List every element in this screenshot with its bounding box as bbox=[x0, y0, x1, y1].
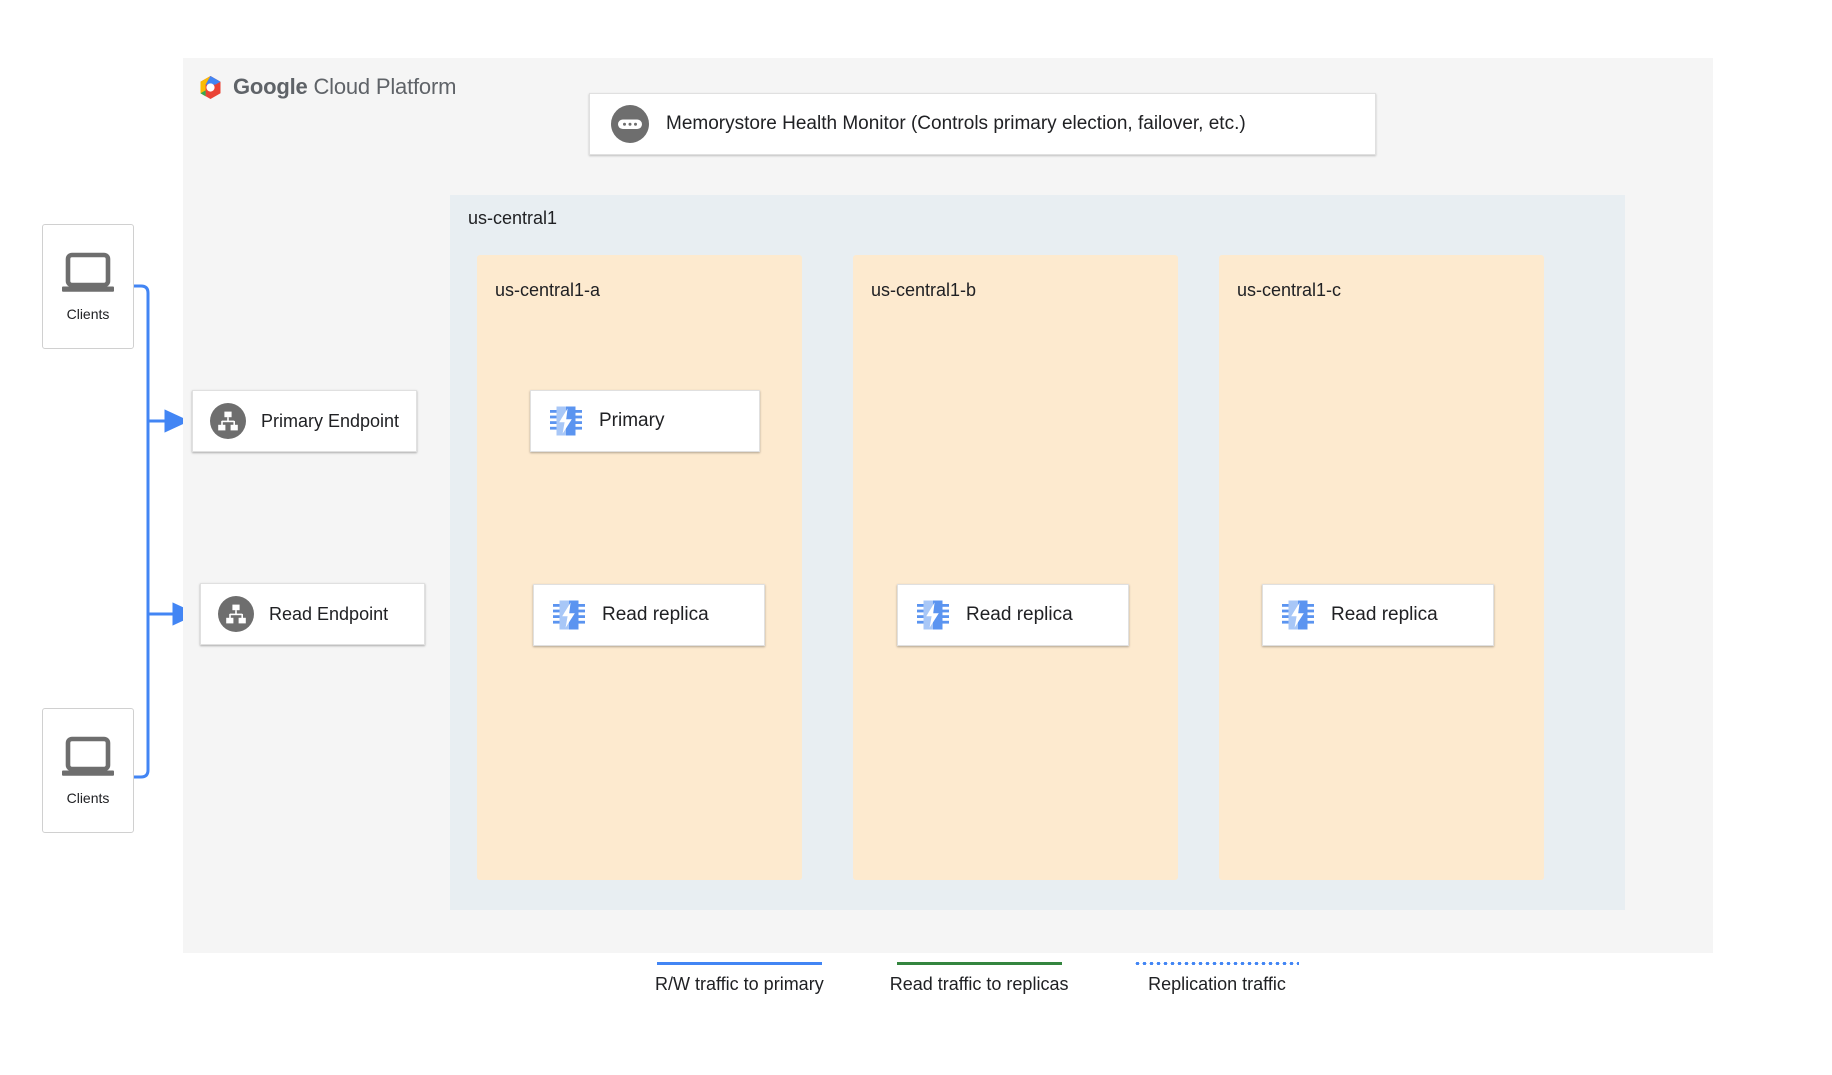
legend-swatch-blue-dotted bbox=[1134, 962, 1300, 965]
node-label: Read replica bbox=[1331, 604, 1438, 625]
legend: R/W traffic to primary Read traffic to r… bbox=[655, 962, 1300, 995]
legend-item-rw-traffic: R/W traffic to primary bbox=[655, 962, 824, 995]
zone-label: us-central1-c bbox=[1237, 280, 1342, 300]
endpoint-network-tree-icon bbox=[218, 596, 254, 632]
google-cloud-hexagon-logo-icon bbox=[200, 75, 221, 99]
gcp-logo-brand: Google bbox=[233, 74, 308, 99]
zone-us-central1-a: us-central1-a bbox=[477, 255, 802, 880]
memorystore-chip-icon bbox=[550, 406, 582, 436]
legend-item-replication-traffic: Replication traffic bbox=[1134, 962, 1300, 995]
zone-label: us-central1-a bbox=[495, 280, 601, 300]
zone-us-central1-b: us-central1-b bbox=[853, 255, 1178, 880]
client-label: Clients bbox=[66, 305, 110, 322]
health-monitor-dots-icon bbox=[611, 105, 649, 143]
endpoint-label: Read Endpoint bbox=[269, 603, 389, 624]
client-group-top: Clients bbox=[42, 224, 134, 349]
node-label: Primary bbox=[599, 410, 665, 431]
zone-label: us-central1-b bbox=[871, 280, 977, 300]
endpoint-network-tree-icon bbox=[210, 403, 246, 439]
client-label: Clients bbox=[66, 789, 110, 806]
legend-label: R/W traffic to primary bbox=[655, 974, 824, 994]
gcp-logo: Google Cloud Platform bbox=[197, 72, 456, 102]
node-read-replica-c[interactable]: Read replica bbox=[1262, 584, 1494, 646]
read-endpoint-card[interactable]: Read Endpoint bbox=[200, 583, 425, 645]
memorystore-chip-icon bbox=[553, 600, 585, 630]
laptop-icon bbox=[62, 736, 114, 776]
memorystore-chip-icon bbox=[1282, 600, 1314, 630]
node-label: Read replica bbox=[602, 604, 709, 625]
legend-label: Read traffic to replicas bbox=[889, 974, 1069, 994]
legend-swatch-blue-solid bbox=[656, 962, 822, 965]
node-label: Read replica bbox=[966, 604, 1073, 625]
legend-label: Replication traffic bbox=[1148, 974, 1286, 994]
node-read-replica-b[interactable]: Read replica bbox=[897, 584, 1129, 646]
endpoint-label: Primary Endpoint bbox=[261, 410, 400, 431]
primary-endpoint-card[interactable]: Primary Endpoint bbox=[192, 390, 417, 452]
legend-swatch-green-solid bbox=[896, 962, 1062, 965]
health-monitor-card: Memorystore Health Monitor (Controls pri… bbox=[589, 93, 1376, 155]
zone-us-central1-c: us-central1-c bbox=[1219, 255, 1544, 880]
gcp-logo-suffix: Cloud Platform bbox=[307, 74, 457, 99]
laptop-icon bbox=[62, 252, 114, 292]
health-monitor-label: Memorystore Health Monitor (Controls pri… bbox=[666, 113, 1246, 134]
memorystore-chip-icon bbox=[917, 600, 949, 630]
node-read-replica-a[interactable]: Read replica bbox=[533, 584, 765, 646]
legend-item-read-traffic: Read traffic to replicas bbox=[889, 962, 1069, 995]
client-group-bottom: Clients bbox=[42, 708, 134, 833]
node-primary[interactable]: Primary bbox=[530, 390, 760, 452]
region-label: us-central1 bbox=[468, 208, 558, 228]
gcp-logo-text: Google Cloud Platform bbox=[233, 74, 456, 100]
